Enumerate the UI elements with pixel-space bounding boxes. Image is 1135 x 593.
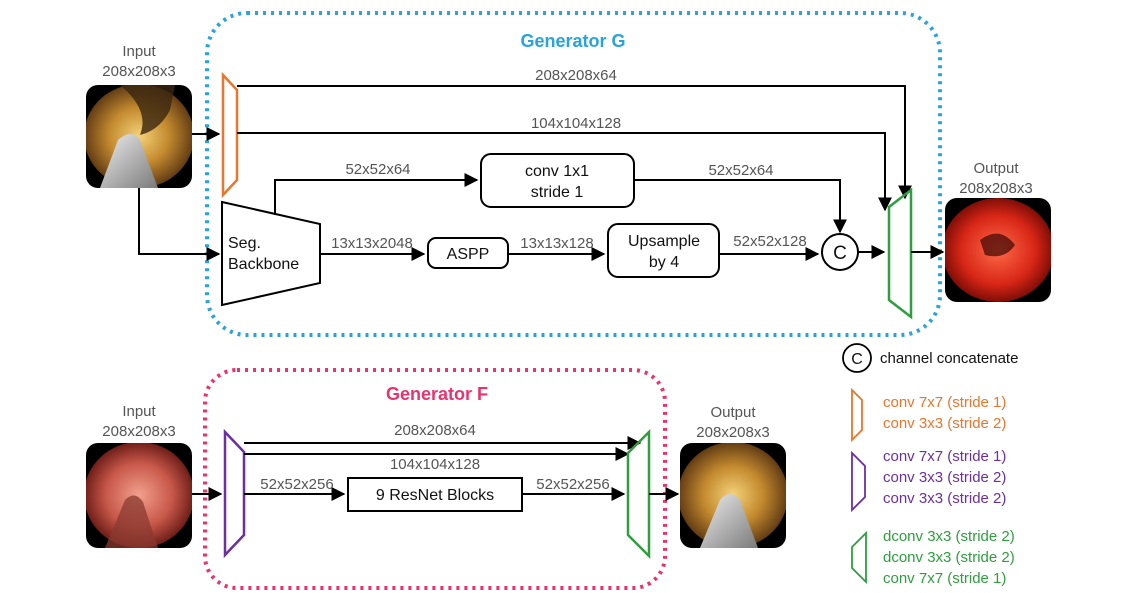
upsample-box bbox=[607, 223, 720, 278]
generator-g-border bbox=[205, 11, 942, 337]
backbone-label-2: Backbone bbox=[228, 256, 299, 273]
g-input-label: Input bbox=[122, 43, 156, 60]
f-output-image bbox=[680, 443, 786, 548]
legend-purple-icon bbox=[851, 450, 866, 513]
g-orange-encoder bbox=[221, 71, 239, 199]
legend-orange-1: conv 7x7 (stride 1) bbox=[883, 394, 1006, 411]
f-resnet-out-label: 52x52x256 bbox=[536, 476, 609, 493]
upsample-line2: by 4 bbox=[649, 254, 679, 271]
f-skip-second-label: 104x104x128 bbox=[390, 456, 480, 473]
generator-g-title: Generator G bbox=[520, 31, 625, 51]
g-aspp-out-label: 13x13x128 bbox=[520, 235, 593, 252]
legend-green-3: conv 7x7 (stride 1) bbox=[883, 570, 1006, 587]
g-output-image bbox=[945, 198, 1051, 302]
legend-green-icon bbox=[851, 530, 867, 585]
legend-concat-icon bbox=[842, 343, 872, 373]
g-skip-second-label: 104x104x128 bbox=[531, 115, 621, 132]
conv-box-line1: conv 1x1 bbox=[525, 163, 589, 180]
f-output-size: 208x208x3 bbox=[696, 424, 769, 441]
f-input-label: Input bbox=[122, 403, 156, 420]
upsample-line1: Upsample bbox=[628, 233, 700, 250]
g-green-decoder bbox=[887, 187, 913, 320]
generator-f-border bbox=[203, 368, 667, 590]
legend-concat-symbol: C bbox=[851, 351, 863, 368]
legend-green-2: dconv 3x3 (stride 2) bbox=[883, 549, 1015, 566]
f-output-label: Output bbox=[710, 404, 756, 421]
generator-f-title: Generator F bbox=[386, 384, 488, 404]
f-resnet-in-label: 52x52x256 bbox=[260, 476, 333, 493]
g-upsample-out-label: 52x52x128 bbox=[733, 233, 806, 250]
backbone-label-1: Seg. bbox=[228, 235, 261, 252]
legend-purple-2: conv 3x3 (stride 2) bbox=[883, 469, 1006, 486]
aspp-label: ASPP bbox=[447, 246, 490, 263]
f-green-decoder bbox=[626, 428, 651, 560]
conv-box-line2: stride 1 bbox=[531, 184, 584, 201]
seg-backbone-block bbox=[221, 200, 321, 307]
g-backbone-out-label: 13x13x2048 bbox=[331, 235, 413, 252]
g-input-image bbox=[86, 85, 192, 188]
g-conv-out-label: 52x52x64 bbox=[708, 162, 773, 179]
legend-green-1: dconv 3x3 (stride 2) bbox=[883, 528, 1015, 545]
legend-concat-label: channel concatenate bbox=[880, 350, 1018, 367]
f-input-size: 208x208x3 bbox=[102, 423, 175, 440]
f-skip-top-label: 208x208x64 bbox=[394, 422, 476, 439]
g-input-size: 208x208x3 bbox=[102, 63, 175, 80]
f-input-image bbox=[86, 443, 192, 548]
concat-symbol: C bbox=[833, 243, 847, 264]
resnet-blocks-box bbox=[347, 477, 523, 512]
g-branch-label: 52x52x64 bbox=[345, 161, 410, 178]
f-purple-encoder bbox=[223, 428, 246, 559]
legend-orange-2: conv 3x3 (stride 2) bbox=[883, 415, 1006, 432]
legend-purple-3: conv 3x3 (stride 2) bbox=[883, 490, 1006, 507]
g-output-label: Output bbox=[973, 160, 1019, 177]
legend-purple-1: conv 7x7 (stride 1) bbox=[883, 448, 1006, 465]
legend-orange-icon bbox=[851, 387, 863, 443]
resnet-label: 9 ResNet Blocks bbox=[376, 487, 494, 504]
g-output-size: 208x208x3 bbox=[959, 180, 1032, 197]
tool-tip bbox=[100, 134, 158, 188]
g-skip-top-label: 208x208x64 bbox=[535, 67, 617, 84]
